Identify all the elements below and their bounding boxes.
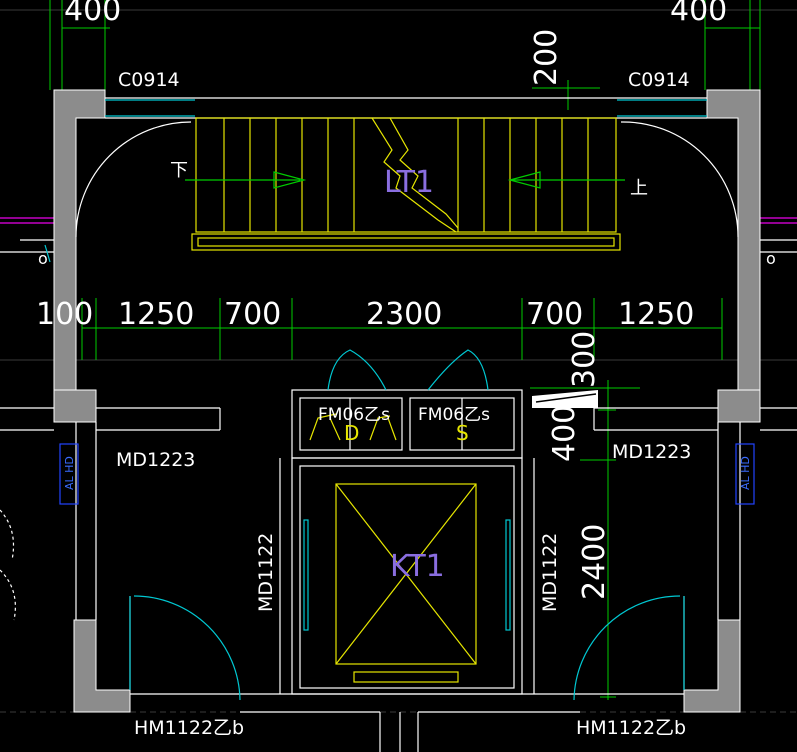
window-label-right: C0914 [628, 69, 690, 91]
dim-top-center: 200 [529, 29, 564, 86]
door-md1122-right: MD1122 [539, 533, 561, 612]
dim-top-right: 400 [670, 0, 727, 28]
window-label-left: C0914 [118, 69, 180, 91]
magenta-accent-lines [0, 217, 797, 224]
dim-row-100: 100 [36, 297, 93, 332]
grid-lines [0, 9, 797, 713]
door-hm-right: HM1122乙b [576, 717, 686, 739]
door-md1223-right: MD1223 [612, 441, 691, 463]
elevator-tag: KT1 [390, 549, 445, 584]
dim-row-2300: 2300 [366, 297, 442, 332]
door-md1122-left: MD1122 [255, 533, 277, 612]
door-hm-left: HM1122乙b [134, 717, 244, 739]
stair-down-label: 下 [170, 160, 188, 181]
side-tag-left-text: AL HD [63, 456, 76, 490]
shaft-s-label: S [456, 421, 469, 445]
dim-row-1250-left: 1250 [118, 297, 194, 332]
stair-tag: LT1 [384, 165, 434, 200]
stair-arrows [185, 171, 625, 189]
dim-row-700-left: 700 [224, 297, 281, 332]
level-marker [532, 390, 598, 408]
dim-right-2400: 2400 [577, 524, 612, 600]
dim-right-400: 400 [547, 405, 582, 462]
side-mark-right: o [766, 249, 776, 268]
dim-top-left: 400 [64, 0, 121, 28]
side-tag-frames [59, 443, 755, 505]
level-marker-slash [535, 393, 597, 403]
side-tag-left: AL HD [63, 456, 76, 490]
fm-label-left: FM06乙s [318, 405, 390, 425]
fm-label-right: FM06乙s [418, 405, 490, 425]
dim-row-1250-right: 1250 [618, 297, 694, 332]
side-tag-right-text: AL HD [739, 456, 752, 490]
stair-up-label: 上 [630, 178, 648, 199]
dim-right-300: 300 [567, 331, 602, 388]
side-tag-right: AL HD [739, 456, 752, 490]
stair-treads [191, 117, 621, 683]
side-mark-left: o [38, 249, 48, 268]
shaft-d-label: D [344, 421, 359, 445]
structural-walls [53, 89, 761, 713]
door-swings [44, 99, 707, 701]
door-md1223-left: MD1223 [116, 449, 195, 471]
dimension-lines [49, 0, 761, 700]
dim-row-700-right: 700 [526, 297, 583, 332]
